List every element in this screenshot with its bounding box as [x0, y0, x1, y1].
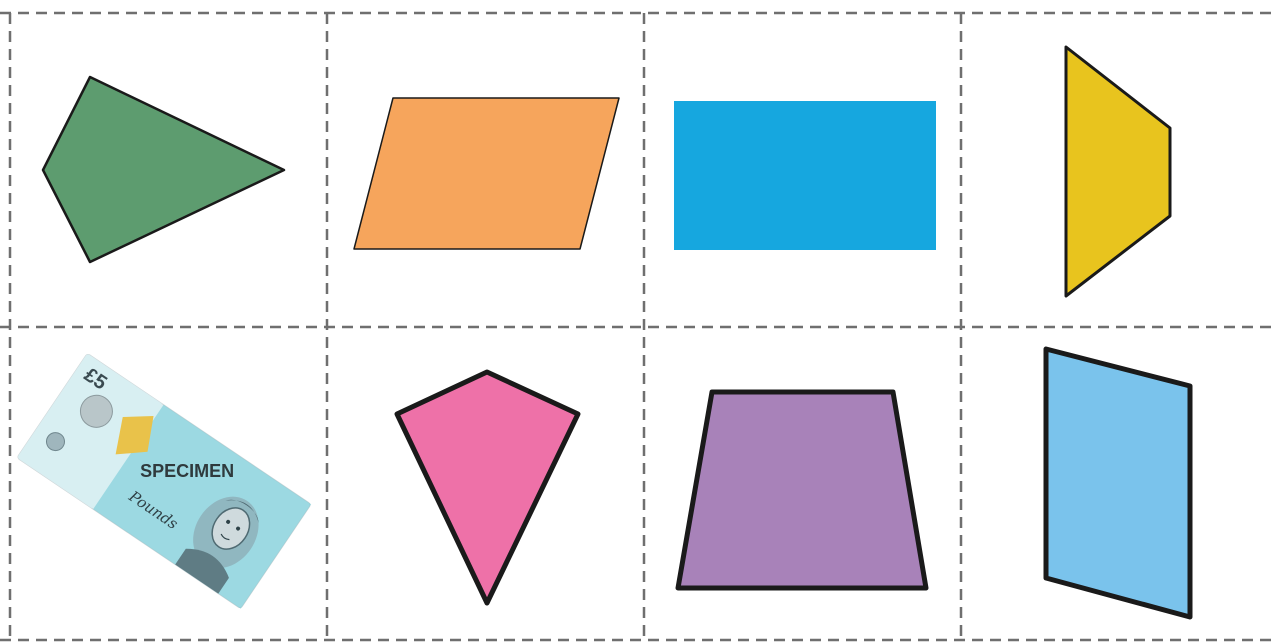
trapezium-shape	[1066, 47, 1170, 296]
card-2	[354, 98, 619, 249]
card-6	[397, 372, 578, 603]
trapezium-shape	[678, 392, 926, 588]
card-3	[674, 101, 936, 250]
parallelogram-shape	[354, 98, 619, 249]
parallelogram-shape	[1046, 349, 1190, 617]
card-8	[1046, 349, 1190, 617]
banknote-image: £5 Pounds SPECIMEN	[17, 353, 311, 608]
card-1	[43, 77, 284, 262]
card-5: £5 Pounds SPECIMEN	[17, 353, 311, 608]
card-4	[1066, 47, 1170, 296]
irregular-quadrilateral-shape	[43, 77, 284, 262]
card-7	[678, 392, 926, 588]
kite-shape	[397, 372, 578, 603]
rectangle-shape	[674, 101, 936, 250]
banknote-specimen-label: SPECIMEN	[140, 461, 234, 481]
